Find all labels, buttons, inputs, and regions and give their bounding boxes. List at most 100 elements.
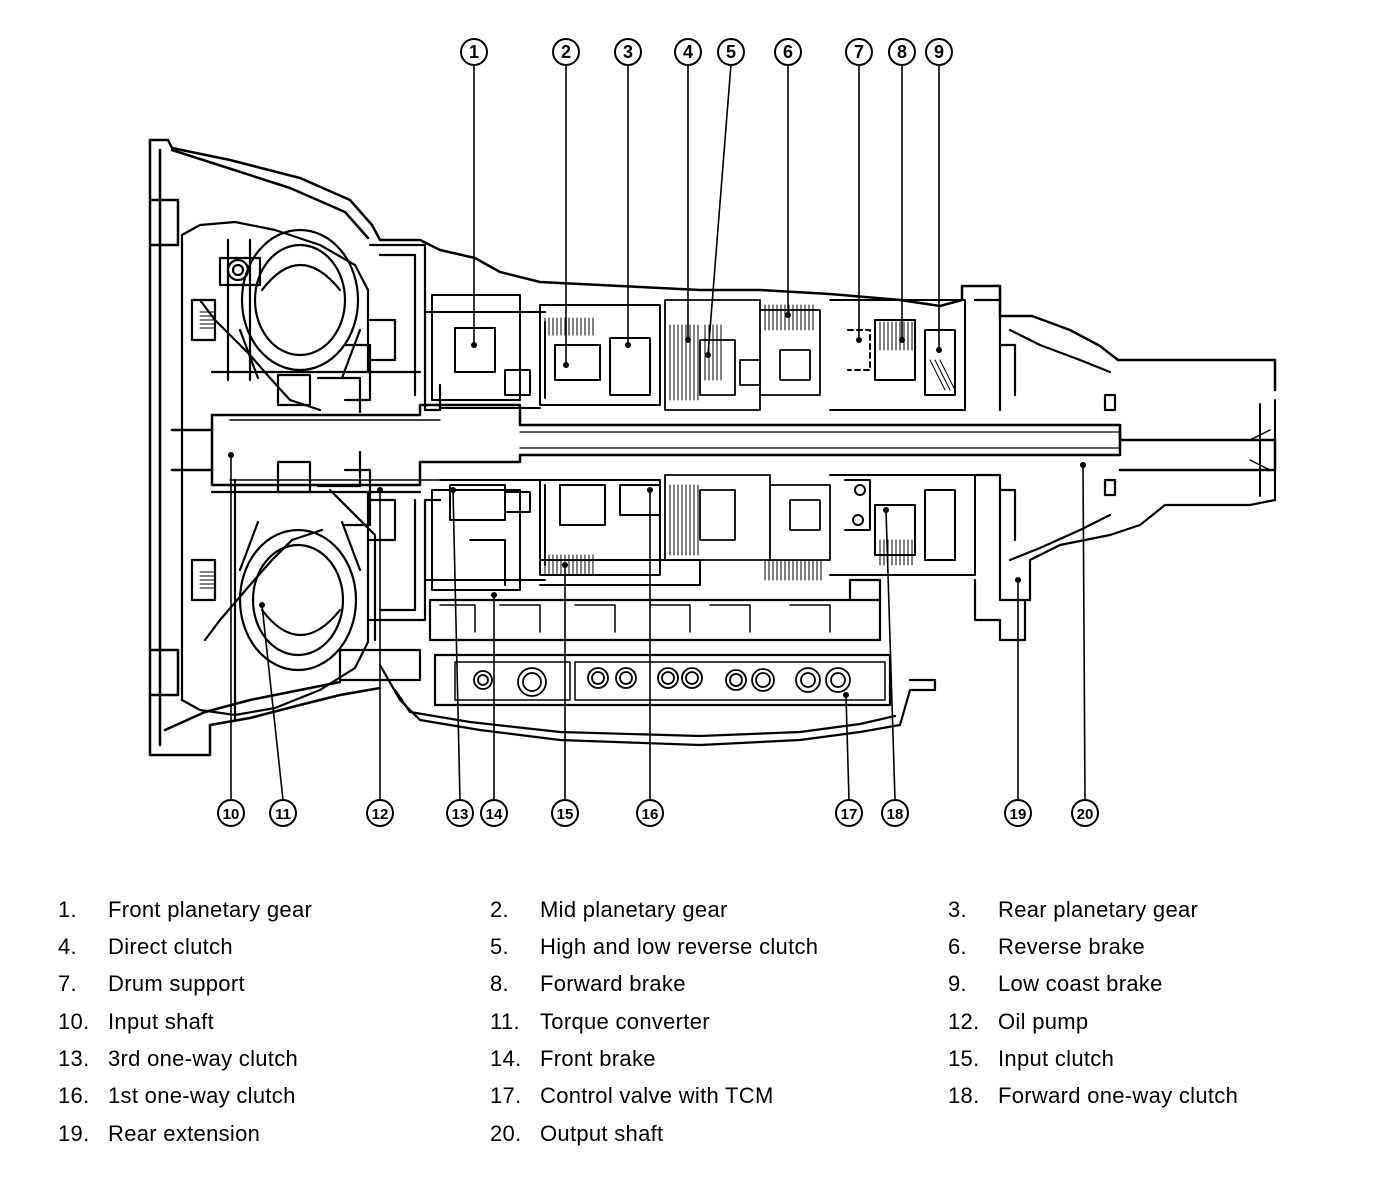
callout-circle <box>446 799 474 827</box>
oil-pump-housing <box>328 243 442 682</box>
callout-15: 15 <box>551 799 579 827</box>
callout-16: 16 <box>636 799 664 827</box>
callout-number: 1 <box>469 42 479 62</box>
callout-11: 11 <box>269 799 297 827</box>
callout-circle <box>269 799 297 827</box>
callout-18: 18 <box>881 799 909 827</box>
callout-number: 20 <box>1077 806 1094 823</box>
callout-number: 3 <box>623 42 633 62</box>
legend-number: 19. <box>58 1121 90 1146</box>
friction-plates <box>199 304 956 589</box>
callout-number: 5 <box>726 42 736 62</box>
legend-label: Rear extension <box>108 1121 261 1146</box>
callout-circle <box>888 38 916 66</box>
callout-5: 5 <box>717 38 745 66</box>
bell-housing <box>148 138 1277 757</box>
callout-circle <box>674 38 702 66</box>
callout-1: 1 <box>460 38 488 66</box>
legend-label: Direct clutch <box>108 934 233 959</box>
legend-label: Oil pump <box>998 1009 1089 1034</box>
legend-label: Control valve with TCM <box>540 1083 774 1108</box>
legend-number: 17. <box>490 1083 522 1108</box>
callout-number: 8 <box>897 42 907 62</box>
callout-circle <box>835 799 863 827</box>
callout-number: 7 <box>854 42 864 62</box>
rear-extension-housing <box>973 298 1277 642</box>
rear-brake-section <box>829 299 976 576</box>
callout-circle <box>217 799 245 827</box>
callout-number: 4 <box>683 42 693 62</box>
legend-label: Rear planetary gear <box>998 897 1199 922</box>
main-shaft <box>170 399 1277 501</box>
callout-circle <box>552 38 580 66</box>
callout-circle <box>614 38 642 66</box>
legend-label: Front brake <box>540 1046 656 1071</box>
callout-circle <box>881 799 909 827</box>
callout-number: 14 <box>486 806 503 823</box>
valve-body-bores <box>473 667 851 697</box>
callout-7: 7 <box>845 38 873 66</box>
legend-number: 11. <box>490 1009 520 1034</box>
callout-20: 20 <box>1071 799 1099 827</box>
callout-number: 12 <box>372 806 389 823</box>
callout-number: 16 <box>642 806 659 823</box>
callout-number: 10 <box>223 806 240 823</box>
callout-circle <box>366 799 394 827</box>
callout-number: 13 <box>452 806 469 823</box>
callout-4: 4 <box>674 38 702 66</box>
leader-end-dots <box>228 312 1086 698</box>
callout-number: 17 <box>841 806 858 823</box>
callout-9: 9 <box>925 38 953 66</box>
legend-label: Drum support <box>108 971 245 996</box>
legend-label: High and low reverse clutch <box>540 934 819 959</box>
callout-3: 3 <box>614 38 642 66</box>
legend-number: 15. <box>948 1046 980 1071</box>
callout-number: 9 <box>934 42 944 62</box>
legend-label: Forward brake <box>540 971 686 996</box>
callout-circle <box>551 799 579 827</box>
callout-2: 2 <box>552 38 580 66</box>
callout-19: 19 <box>1004 799 1032 827</box>
callout-13: 13 <box>446 799 474 827</box>
callout-circle <box>717 38 745 66</box>
legend-number: 12. <box>948 1009 980 1034</box>
legend-label: 1st one-way clutch <box>108 1083 296 1108</box>
callout-12: 12 <box>366 799 394 827</box>
callout-6: 6 <box>774 38 802 66</box>
legend-number: 10. <box>58 1009 90 1034</box>
callout-circle <box>925 38 953 66</box>
callout-number: 6 <box>783 42 793 62</box>
legend-number: 20. <box>490 1121 522 1146</box>
legend-label: Mid planetary gear <box>540 897 728 922</box>
legend-number: 6. <box>948 934 967 959</box>
legend-label: Torque converter <box>540 1009 710 1034</box>
legend-number: 16. <box>58 1083 90 1108</box>
clutch-pack-section <box>664 299 831 561</box>
legend-label: Reverse brake <box>998 934 1145 959</box>
legend-label: Low coast brake <box>998 971 1163 996</box>
callout-circle <box>1004 799 1032 827</box>
legend-label: Front planetary gear <box>108 897 313 922</box>
legend-number: 13. <box>58 1046 90 1071</box>
callout-17: 17 <box>835 799 863 827</box>
legend-label: Forward one-way clutch <box>998 1083 1239 1108</box>
torque-converter <box>180 220 422 722</box>
callout-number: 15 <box>557 806 574 823</box>
callout-circle <box>480 799 508 827</box>
callout-circle <box>636 799 664 827</box>
legend-number: 8. <box>490 971 509 996</box>
callout-number: 18 <box>887 806 904 823</box>
leader-lines <box>230 63 1086 801</box>
control-valve-body <box>378 578 937 747</box>
callout-circle <box>1071 799 1099 827</box>
legend-number: 4. <box>58 934 77 959</box>
legend-label: Input shaft <box>108 1009 215 1034</box>
legend-number: 5. <box>490 934 509 959</box>
callout-8: 8 <box>888 38 916 66</box>
callout-10: 10 <box>217 799 245 827</box>
legend-label: 3rd one-way clutch <box>108 1046 299 1071</box>
